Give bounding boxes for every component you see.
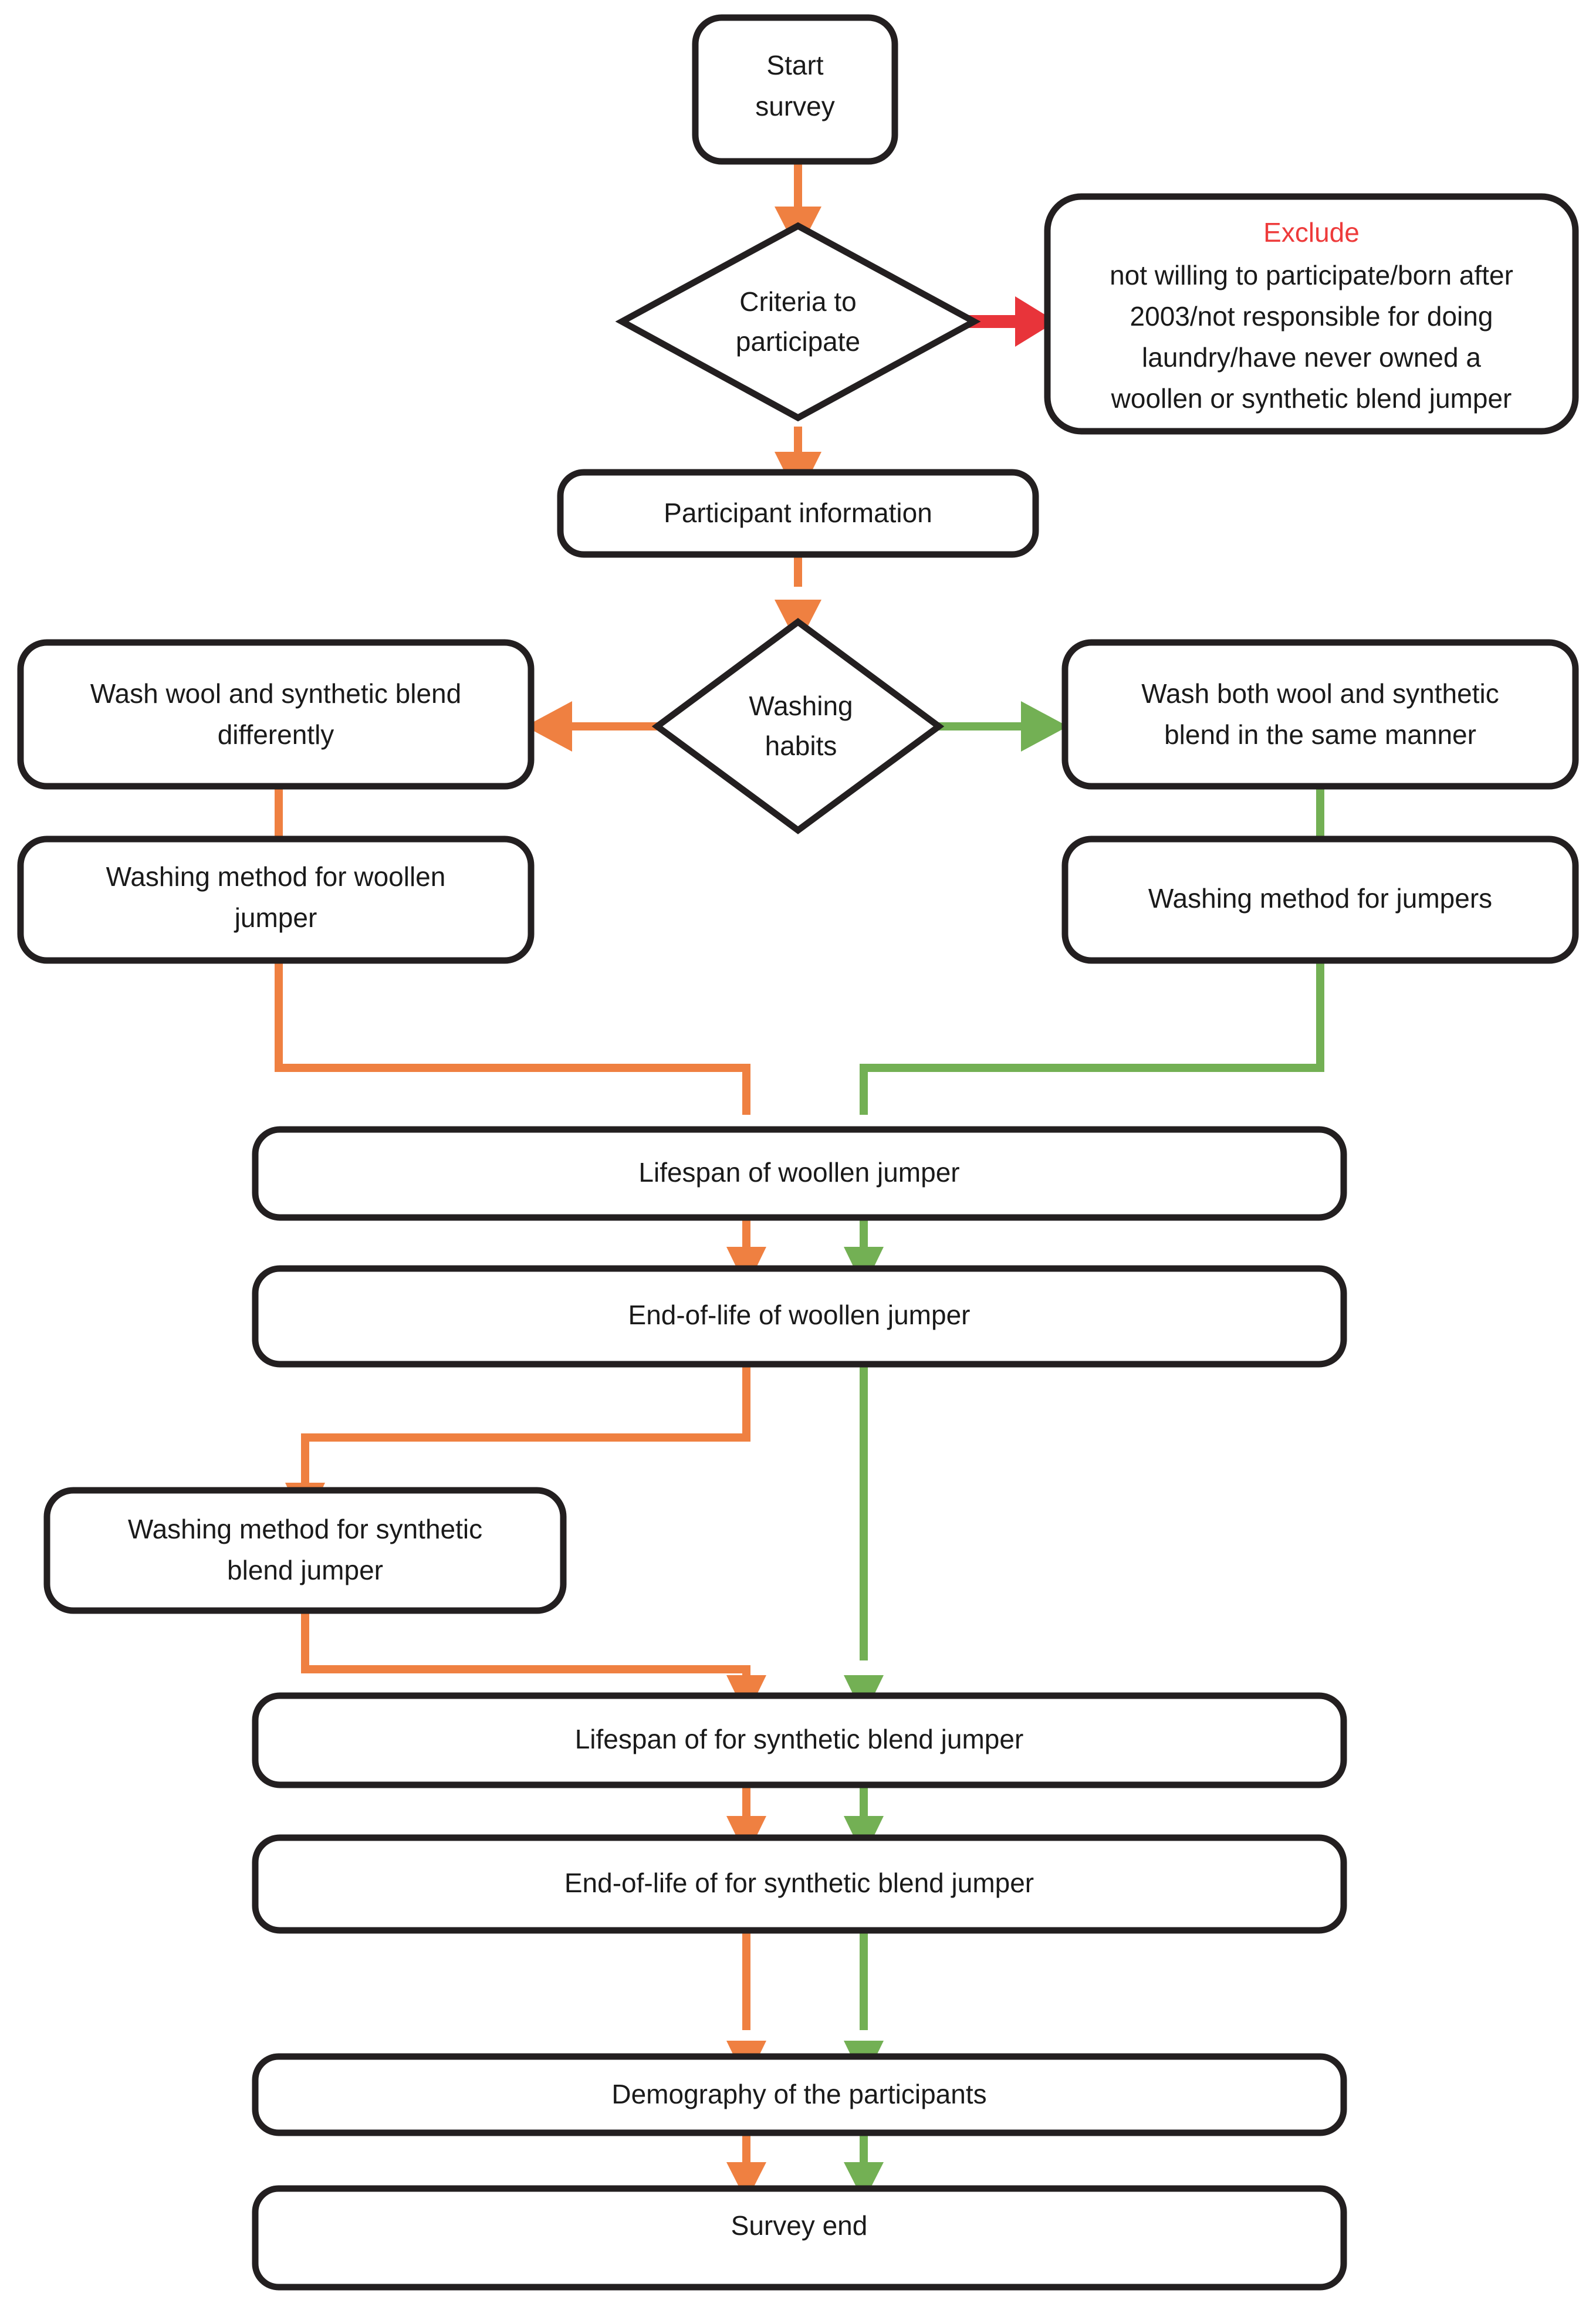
node-participant-information-label: Participant information (664, 498, 932, 528)
edge-demography-to-survey-end-orange (726, 2133, 766, 2201)
edge-demography-to-survey-end-green (844, 2133, 884, 2201)
node-exclude-line-1: 2003/not responsible for doing (1130, 301, 1493, 332)
node-lifespan-synthetic[interactable]: Lifespan of for synthetic blend jumper (252, 1692, 1347, 1788)
node-exclude-heading: Exclude (1263, 217, 1360, 248)
node-criteria-to-participate[interactable]: Criteria to participate (615, 222, 981, 422)
node-criteria-to-participate-line-1: participate (736, 326, 860, 357)
node-exclude-line-0: not willing to participate/born after (1110, 260, 1513, 290)
node-exclude[interactable]: Exclude not willing to participate/born … (1044, 193, 1579, 435)
node-eol-synthetic-shape (252, 1834, 1347, 1934)
node-demography-shape (252, 2053, 1347, 2136)
node-criteria-to-participate-shape (615, 222, 981, 422)
node-method-jumpers-shape (1061, 836, 1579, 964)
node-demography[interactable]: Demography of the participants (252, 2053, 1347, 2136)
node-lifespan-woollen[interactable]: Lifespan of woollen jumper (252, 1126, 1347, 1221)
node-exclude-shape (1044, 193, 1579, 435)
node-survey-end-shape (252, 2185, 1347, 2291)
node-wash-differently-line-1: differently (218, 719, 334, 750)
node-eol-synthetic[interactable]: End-of-life of for synthetic blend jumpe… (252, 1834, 1347, 1934)
node-survey-end[interactable]: Survey end (252, 2185, 1347, 2291)
node-eol-woollen-label: End-of-life of woollen jumper (628, 1300, 971, 1330)
node-exclude-line-2: laundry/have never owned a (1142, 342, 1481, 373)
node-start-survey[interactable]: Start survey (692, 14, 898, 165)
node-wash-differently[interactable]: Wash wool and synthetic blend differentl… (17, 639, 535, 790)
node-wash-differently-shape (17, 639, 535, 790)
node-lifespan-synthetic-shape (252, 1692, 1347, 1788)
node-criteria-to-participate-line-0: Criteria to (739, 286, 856, 317)
node-start-survey-shape (692, 14, 898, 165)
node-start-survey-line-0: Start (766, 50, 823, 80)
edge-criteria-to-exclude (968, 296, 1056, 347)
node-washing-habits-line-1: habits (765, 730, 837, 761)
node-wash-differently-line-0: Wash wool and synthetic blend (90, 678, 461, 709)
node-method-jumpers[interactable]: Washing method for jumpers (1061, 836, 1579, 964)
node-eol-synthetic-label: End-of-life of for synthetic blend jumpe… (564, 1868, 1034, 1898)
node-method-synthetic-shape (43, 1487, 567, 1614)
node-wash-same-line-1: blend in the same manner (1164, 719, 1476, 750)
node-lifespan-woollen-shape (252, 1126, 1347, 1221)
node-demography-label: Demography of the participants (611, 2079, 986, 2109)
node-exclude-line-3: woollen or synthetic blend jumper (1111, 383, 1512, 414)
node-method-synthetic-line-0: Washing method for synthetic (128, 1514, 482, 1544)
node-lifespan-synthetic-label: Lifespan of for synthetic blend jumper (575, 1724, 1024, 1754)
node-participant-information-shape (557, 469, 1039, 558)
node-washing-habits-line-0: Washing (749, 691, 853, 721)
node-method-woollen[interactable]: Washing method for woollen jumper (17, 836, 535, 964)
node-participant-information[interactable]: Participant information (557, 469, 1039, 558)
node-eol-woollen[interactable]: End-of-life of woollen jumper (252, 1265, 1347, 1368)
edge-washing-habits-to-wash-differently (525, 701, 663, 752)
node-method-woollen-shape (17, 836, 535, 964)
node-survey-end-label: Survey end (731, 2210, 868, 2241)
node-washing-habits[interactable]: Washing habits (651, 618, 945, 834)
node-wash-same-shape (1061, 639, 1579, 790)
node-method-jumpers-label: Washing method for jumpers (1148, 883, 1492, 914)
node-washing-habits-shape (651, 618, 945, 834)
node-wash-same[interactable]: Wash both wool and synthetic blend in th… (1061, 639, 1579, 790)
node-eol-woollen-shape (252, 1265, 1347, 1368)
node-wash-same-line-0: Wash both wool and synthetic (1141, 678, 1499, 709)
node-method-woollen-line-0: Washing method for woollen (106, 861, 446, 892)
edge-eol-woollen-to-lifespan-synthetic-green (844, 1364, 884, 1716)
node-method-synthetic-line-1: blend jumper (227, 1555, 383, 1585)
node-start-survey-line-1: survey (755, 91, 834, 121)
node-lifespan-woollen-label: Lifespan of woollen jumper (638, 1157, 959, 1188)
node-method-synthetic[interactable]: Washing method for synthetic blend jumpe… (43, 1487, 567, 1614)
node-method-woollen-line-1: jumper (234, 902, 317, 933)
edge-washing-habits-to-wash-same (933, 701, 1068, 752)
